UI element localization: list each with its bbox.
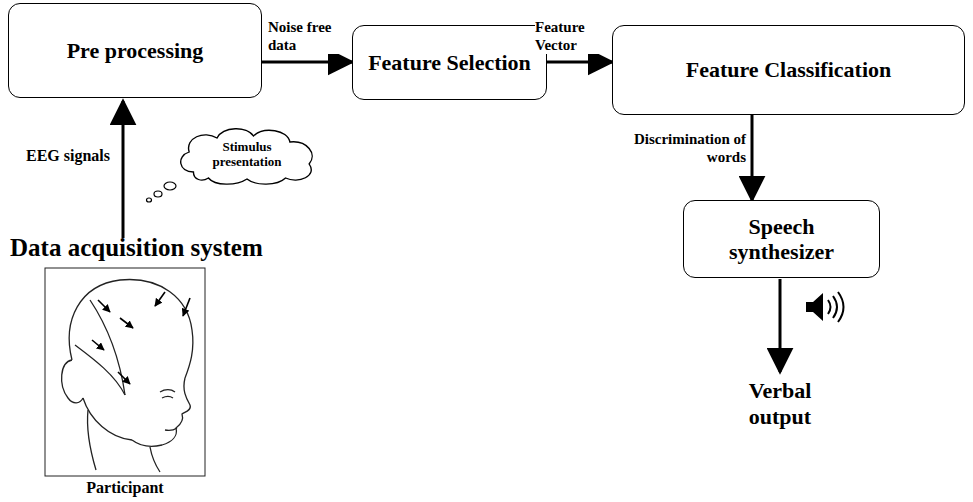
node-text: Feature Selection <box>368 50 531 75</box>
node-text: Stimulus presentation <box>202 140 292 170</box>
thought-cloud: Stimulus presentation <box>172 124 322 186</box>
output-label: Verbal output <box>720 378 840 431</box>
thought-bubble <box>164 182 176 190</box>
participant-head <box>45 268 205 476</box>
figure-caption: Participant <box>50 478 200 497</box>
node-text: Feature Classification <box>686 57 892 82</box>
edge-label: Discrimination of words <box>630 130 746 166</box>
output-arrow <box>779 279 782 372</box>
process-box: Speech synthesizer <box>683 200 880 278</box>
thought-bubble <box>154 191 162 197</box>
node-text: Speech synthesizer <box>707 214 857 265</box>
process-box: Feature Classification <box>612 25 965 115</box>
edge-label: Feature Vector <box>535 18 605 54</box>
process-box: Feature Selection <box>352 25 547 100</box>
electrode-arrows <box>92 292 190 384</box>
process-box: Pre processing <box>8 3 262 98</box>
flow-arrow <box>262 61 352 64</box>
speaker-icon <box>806 292 844 322</box>
flow-arrow <box>547 61 612 64</box>
edge-label: Noise free data <box>268 18 348 54</box>
system-label: Data acquisition system <box>10 233 450 263</box>
flow-arrow <box>751 115 754 200</box>
eeg-arrow <box>122 101 125 238</box>
signal-label: EEG signals <box>26 146 122 165</box>
node-text: Pre processing <box>67 38 204 63</box>
thought-bubble <box>147 198 152 202</box>
